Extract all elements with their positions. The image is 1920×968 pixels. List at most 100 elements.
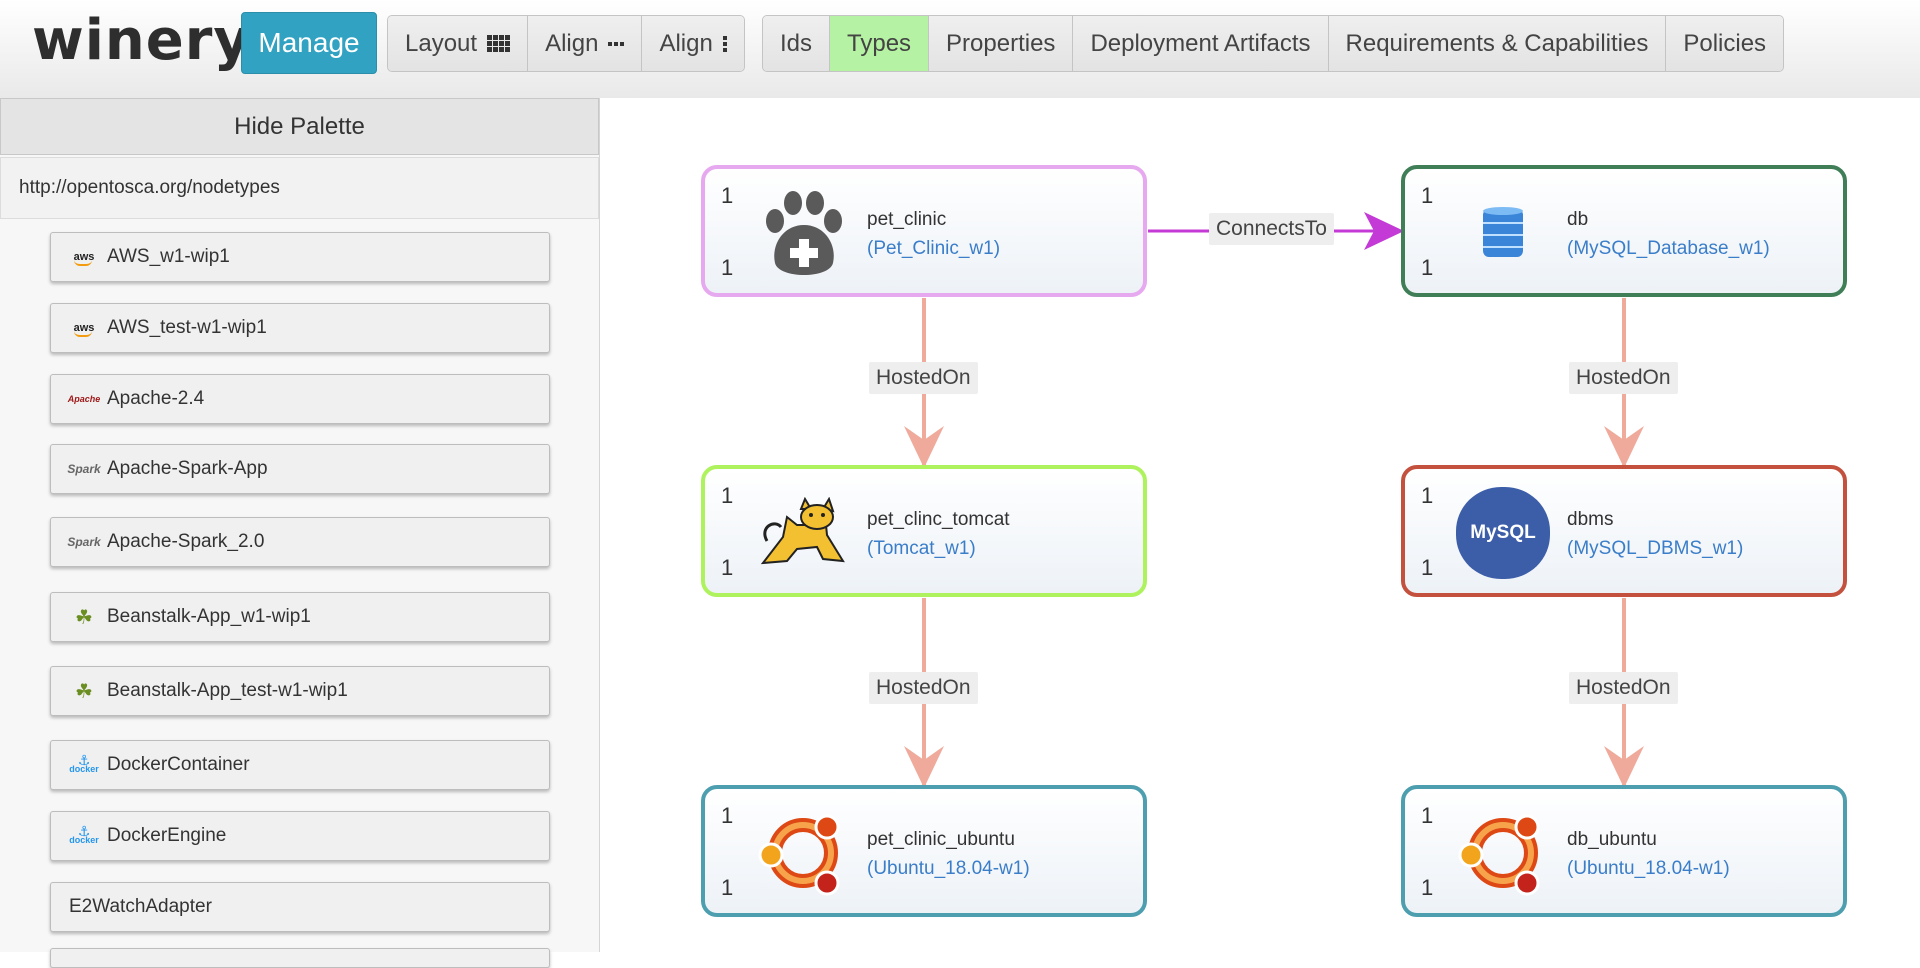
palette-item-label: DockerEngine — [107, 825, 227, 846]
palette-item[interactable]: Apache Apache-2.4 — [50, 374, 550, 424]
node-type-link[interactable]: (Pet_Clinic_w1) — [867, 238, 1001, 259]
paw-icon — [753, 187, 853, 279]
min-instances: 1 — [721, 483, 734, 508]
aws-icon: aws — [69, 317, 99, 339]
palette-item[interactable]: aws AWS_test-w1-wip1 — [50, 303, 550, 353]
toggle-types-button[interactable]: Types — [830, 16, 930, 71]
palette-item[interactable] — [50, 948, 550, 968]
node-type-link[interactable]: (MySQL_Database_w1) — [1567, 238, 1770, 259]
min-instances: 1 — [1421, 183, 1434, 208]
align-horizontal-label: Align — [545, 29, 599, 57]
palette-item-label: DockerContainer — [107, 754, 250, 775]
palette-item-label: Apache-2.4 — [107, 388, 205, 409]
docker-icon: ⚓docker — [69, 823, 99, 845]
node-name: dbms — [1567, 509, 1614, 530]
node-name: pet_clinc_tomcat — [867, 509, 1010, 530]
node-template-pet-clinic[interactable]: 1 1 pet_clinic (Pet_Clinic_w1) — [701, 165, 1147, 297]
palette-item-label: E2WatchAdapter — [69, 896, 212, 917]
toggle-policies-button[interactable]: Policies — [1666, 16, 1784, 71]
topology-canvas[interactable]: ConnectsTo HostedOn HostedOn HostedOn Ho… — [600, 98, 1920, 952]
ubuntu-icon — [1453, 807, 1553, 899]
palette-item[interactable]: ☘ Beanstalk-App_test-w1-wip1 — [50, 666, 550, 716]
toggle-ids-button[interactable]: Ids — [763, 16, 831, 71]
palette-item-label: Beanstalk-App_w1-wip1 — [107, 606, 311, 627]
palette-item[interactable]: ☘ Beanstalk-App_w1-wip1 — [50, 592, 550, 642]
dots-horizontal-icon — [608, 41, 625, 46]
relationship-label-hosted-on[interactable]: HostedOn — [869, 362, 978, 394]
view-toggle-group: Ids Types Properties Deployment Artifact… — [762, 15, 1785, 72]
beanstalk-icon: ☘ — [75, 680, 93, 703]
node-type-link[interactable]: (Ubuntu_18.04-w1) — [1567, 858, 1730, 879]
relationship-label-hosted-on[interactable]: HostedOn — [1569, 672, 1678, 704]
relationship-label-hosted-on[interactable]: HostedOn — [1569, 362, 1678, 394]
node-type-link[interactable]: (Ubuntu_18.04-w1) — [867, 858, 1030, 879]
hosted-on-arrowhead — [1604, 426, 1644, 468]
tomcat-icon — [753, 487, 853, 579]
apache-icon: Apache — [67, 394, 101, 404]
node-template-db-ubuntu[interactable]: 1 1 db_ubuntu (Ubuntu_18.04-w1) — [1401, 785, 1847, 917]
max-instances: 1 — [1421, 555, 1434, 580]
relationship-label-hosted-on[interactable]: HostedOn — [869, 672, 978, 704]
palette-item-label: AWS_test-w1-wip1 — [107, 317, 267, 338]
hosted-on-arrowhead — [1604, 746, 1644, 788]
hosted-on-arrowhead — [904, 426, 944, 468]
winery-logo: winery — [32, 8, 251, 73]
palette-item[interactable]: Spark Apache-Spark-App — [50, 444, 550, 494]
node-template-pet-clinc-tomcat[interactable]: 1 1 pet_clinc_tomcat (Tomcat_w1) — [701, 465, 1147, 597]
palette-item[interactable]: aws AWS_w1-wip1 — [50, 232, 550, 282]
node-template-pet-clinic-ubuntu[interactable]: 1 1 pet_clinic_ubuntu (Ubuntu_18.04-w1) — [701, 785, 1147, 917]
palette-item-label: Apache-Spark_2.0 — [107, 531, 265, 552]
node-template-dbms[interactable]: 1 1 MySQL dbms (MySQL_DBMS_w1) — [1401, 465, 1847, 597]
node-name: db — [1567, 209, 1589, 230]
node-name: db_ubuntu — [1567, 829, 1657, 850]
palette-item[interactable]: ⚓docker DockerEngine — [50, 811, 550, 861]
align-vertical-button[interactable]: Align — [642, 16, 744, 71]
aws-icon: aws — [69, 246, 99, 268]
toggle-properties-button[interactable]: Properties — [929, 16, 1074, 71]
toggle-requirements-capabilities-button[interactable]: Requirements & Capabilities — [1328, 16, 1667, 71]
top-toolbar: winery Manage Layout Align Align Ids Typ… — [0, 0, 1920, 98]
layout-button[interactable]: Layout — [388, 16, 529, 71]
spark-icon: Spark — [67, 535, 101, 549]
dots-vertical-icon — [722, 35, 727, 52]
palette-item[interactable]: ⚓docker DockerContainer — [50, 740, 550, 790]
palette-item[interactable]: E2WatchAdapter — [50, 882, 550, 932]
palette-item-label: Beanstalk-App_test-w1-wip1 — [107, 680, 348, 701]
node-type-palette: Hide Palette http://opentosca.org/nodety… — [0, 98, 600, 968]
mysql-icon: MySQL — [1453, 487, 1553, 579]
grid-icon — [487, 35, 511, 52]
layout-button-label: Layout — [405, 29, 478, 57]
namespace-header[interactable]: http://opentosca.org/nodetypes — [0, 157, 599, 219]
toggle-deployment-artifacts-button[interactable]: Deployment Artifacts — [1073, 16, 1329, 71]
palette-item[interactable]: Spark Apache-Spark_2.0 — [50, 517, 550, 567]
align-vertical-label: Align — [659, 29, 713, 57]
layout-button-group: Layout Align Align — [387, 15, 745, 72]
hide-palette-button[interactable]: Hide Palette — [0, 98, 599, 155]
min-instances: 1 — [1421, 483, 1434, 508]
node-template-db[interactable]: 1 1 db (MySQL_Database_w1) — [1401, 165, 1847, 297]
align-horizontal-button[interactable]: Align — [528, 16, 643, 71]
spark-icon: Spark — [67, 462, 101, 476]
database-icon — [1453, 187, 1553, 279]
docker-icon: ⚓docker — [69, 752, 99, 774]
connects-to-arrowhead — [1364, 212, 1404, 250]
palette-item-label: Apache-Spark-App — [107, 458, 268, 479]
max-instances: 1 — [1421, 255, 1434, 280]
max-instances: 1 — [1421, 875, 1434, 900]
ubuntu-icon — [753, 807, 853, 899]
min-instances: 1 — [1421, 803, 1434, 828]
manage-button[interactable]: Manage — [241, 12, 377, 74]
relationship-label-connects-to[interactable]: ConnectsTo — [1209, 213, 1334, 245]
node-type-link[interactable]: (MySQL_DBMS_w1) — [1567, 538, 1744, 559]
palette-item-label: AWS_w1-wip1 — [107, 246, 230, 267]
node-name: pet_clinic_ubuntu — [867, 829, 1015, 850]
min-instances: 1 — [721, 803, 734, 828]
max-instances: 1 — [721, 555, 734, 580]
beanstalk-icon: ☘ — [75, 606, 93, 629]
min-instances: 1 — [721, 183, 734, 208]
max-instances: 1 — [721, 875, 734, 900]
hosted-on-arrowhead — [904, 746, 944, 788]
node-name: pet_clinic — [867, 209, 947, 230]
max-instances: 1 — [721, 255, 734, 280]
node-type-link[interactable]: (Tomcat_w1) — [867, 538, 976, 559]
